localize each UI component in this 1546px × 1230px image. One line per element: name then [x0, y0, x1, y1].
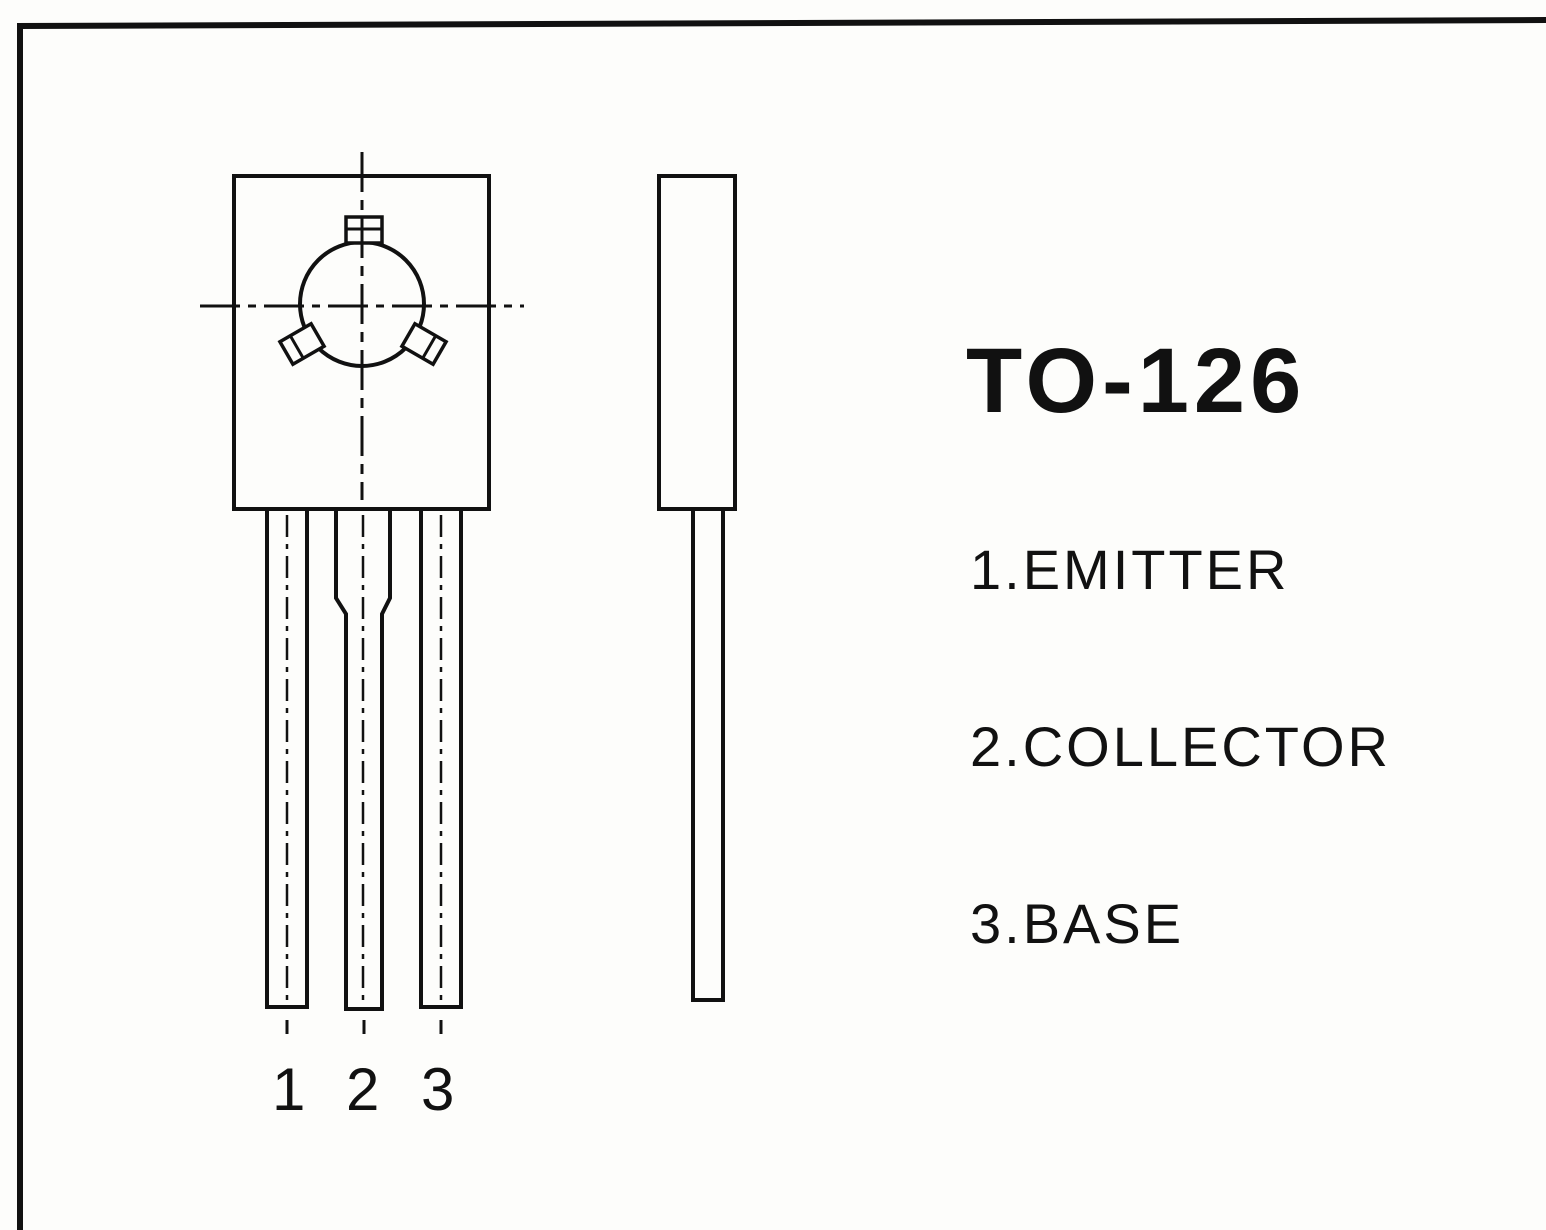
pin-1-label: 1.EMITTER — [970, 538, 1290, 601]
lead-1 — [265, 507, 309, 1009]
hole-tab-left — [277, 321, 327, 367]
pin-number-2: 2 — [346, 1056, 380, 1123]
lead-3 — [419, 507, 463, 1009]
lead-2 — [334, 509, 392, 1011]
side-view — [657, 174, 737, 1002]
pin-number-3: 3 — [421, 1056, 455, 1123]
outer-frame — [17, 17, 1546, 1230]
package-body-side — [657, 174, 737, 511]
package-name: TO-126 — [966, 330, 1307, 432]
pin-number-1: 1 — [272, 1056, 306, 1123]
pin-3-label: 3.BASE — [970, 892, 1185, 955]
lead-side — [691, 507, 725, 1002]
front-view — [200, 152, 524, 1034]
pin-2-label: 2.COLLECTOR — [970, 715, 1391, 778]
hole-tab-right — [399, 321, 449, 367]
